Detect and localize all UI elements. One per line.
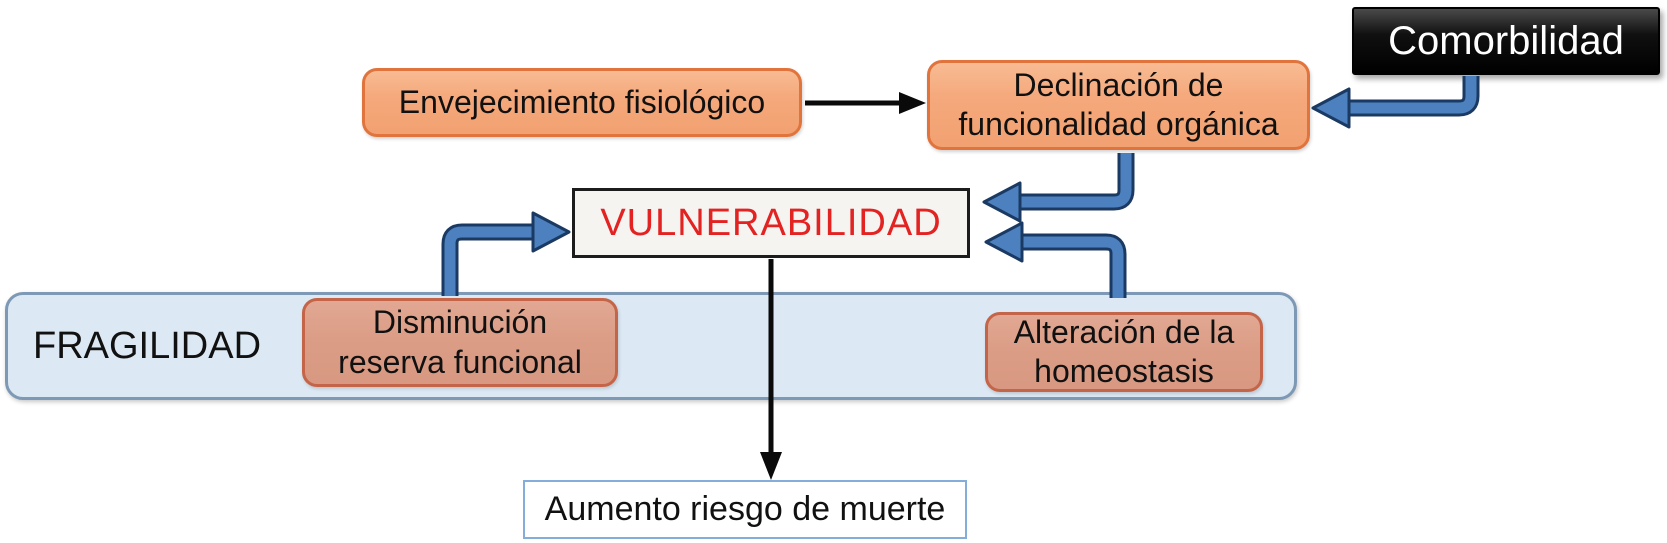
arrow-declinacion-to-vulnerabilidad-icon (982, 153, 1135, 223)
arrow-disminucion-to-vulnerabilidad-icon (441, 211, 571, 296)
arrow-comorbilidad-to-declinacion-icon (1311, 76, 1480, 129)
arrow-envejecimiento-to-declinacion-icon (805, 92, 926, 114)
node-declinacion-funcionalidad-organica: Declinación de funcionalidad orgánica (927, 60, 1310, 150)
node-vulnerabilidad: VULNERABILIDAD (572, 188, 970, 258)
node-envejecimiento-fisiologico: Envejecimiento fisiológico (362, 68, 802, 137)
node-alteracion-homeostasis: Alteración de la homeostasis (985, 312, 1263, 392)
node-disminucion-reserva-funcional: Disminución reserva funcional (302, 298, 618, 387)
arrow-alteracion-to-vulnerabilidad-icon (984, 221, 1127, 298)
node-comorbilidad: Comorbilidad (1352, 7, 1660, 75)
node-aumento-riesgo-muerte: Aumento riesgo de muerte (523, 480, 967, 539)
fragilidad-band-label: FRAGILIDAD (33, 324, 262, 367)
